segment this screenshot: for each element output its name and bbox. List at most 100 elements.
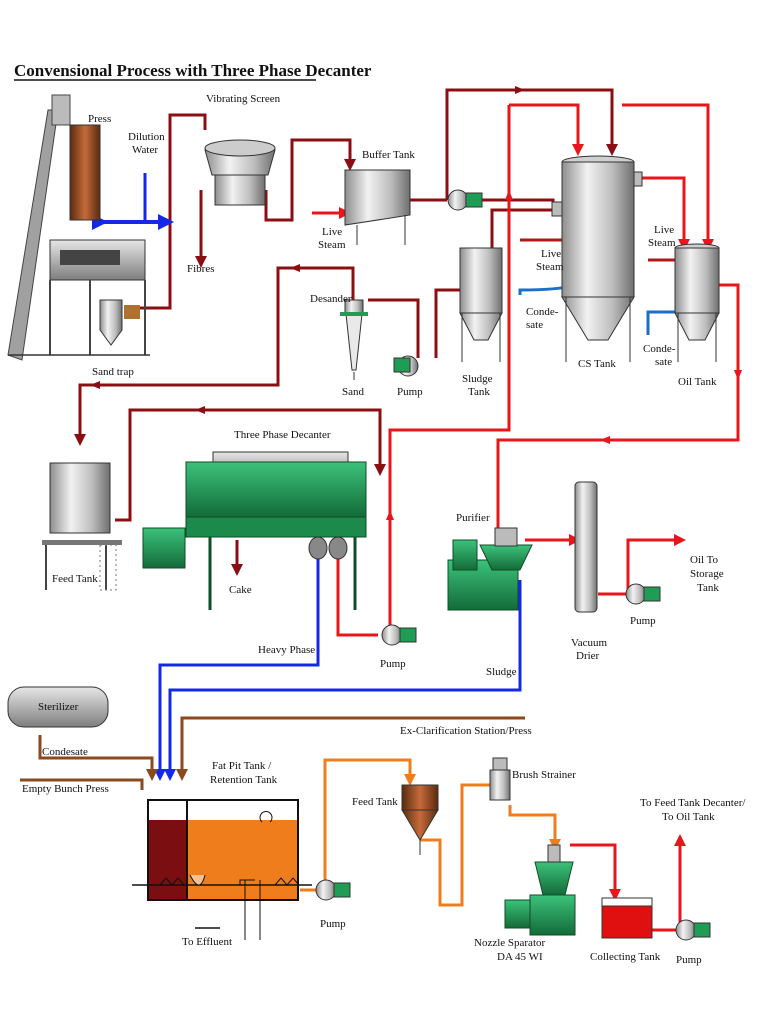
tf-line-2: To Oil Tank [662,811,715,823]
label-pump-4: Pump [320,918,346,930]
ns-line-2: DA 45 WI [497,951,543,963]
pump-body [447,189,469,211]
vibrating-screen [204,139,276,206]
press-equipment [7,94,150,361]
drier-body [574,481,598,613]
pump-body [381,624,403,646]
ls1-line-2: Steam [318,239,346,251]
ns-line-1: Nozzle Sparator [474,937,545,949]
label-fibres: Fibres [187,263,215,275]
label-pump-1: Pump [397,386,423,398]
pump-fat-pit [315,879,351,901]
ls3-line-2: Steam [648,237,676,249]
press-screw [60,250,120,265]
tf-line-1: To Feed Tank Decanter/ [640,797,746,809]
pump-decanter [381,624,417,646]
pipe-steam-cs-top [509,103,584,156]
nozzle-separator [504,844,576,936]
label-heavy-phase: Heavy Phase [258,644,315,656]
label-condesate: Condesate [42,746,88,758]
st-line-2: Tank [468,386,490,398]
sand-trap-vessel [99,299,123,346]
fat-pit-skimmer [189,874,206,886]
label-cs-tank: CS Tank [578,358,616,370]
purifier-motor [452,539,478,571]
dilution-line-1: Dilution [128,131,165,143]
label-sand: Sand [342,386,365,398]
flow-arrow [290,264,300,272]
cs-inlet [551,201,563,217]
flow-arrows-red [386,190,742,520]
label-three-phase-decanter: Three Phase Decanter [234,429,331,441]
pipe-pump-to-cs [482,198,555,207]
feed-tank-separator [401,784,439,855]
feed-tank-ladder [99,544,117,591]
oil-tank-body [674,247,720,314]
strainer-top [492,757,508,771]
label-brush-strainer: Brush Strainer [512,769,576,781]
pipe-ex-clarification [176,716,525,781]
pipe-pump-to-feed-tank-2 [300,758,416,892]
label-to-feed-tank: To Feed Tank Decanter/To Oil Tank [640,797,746,823]
flow-arrow [505,190,513,200]
collecting-tank [601,897,653,939]
flow-arrow [600,436,610,444]
fat-pit-tank [132,799,312,940]
label-pump-3: Pump [380,658,406,670]
label-desander: Desander [310,293,352,305]
pipe-empty-bunch-press [20,778,144,790]
screen-body [214,174,266,206]
label-purifier: Purifier [456,512,490,524]
fat-pit-coil [274,877,300,886]
label-buffer-tank: Buffer Tank [362,149,415,161]
label-oil-tank: Oil Tank [678,376,717,388]
pipe-network [20,88,740,932]
vacuum-drier [574,481,598,613]
pipe-sludge-tank-top [490,208,553,248]
pump-motor [399,627,417,643]
label-feed-tank-2: Feed Tank [352,796,398,808]
label-condensate-1: Conde-sate [526,306,559,331]
ls1-line-1: Live [322,226,342,238]
os-line-2: Storage [690,568,724,580]
label-to-effluent: To Effluent [182,936,232,948]
c2-line-1: Conde- [643,343,676,355]
pipe-condesate [38,735,158,781]
pipe-press-to-screen [140,113,207,310]
flow-arrows [90,86,525,414]
separator-base [529,894,576,936]
c1-line-2: sate [526,319,543,331]
separator-bowl [534,861,574,896]
fat-pit-water [187,820,297,899]
pump-body [625,583,647,605]
pump-motor [393,357,411,373]
label-cake: Cake [229,584,252,596]
c1-line-1: Conde- [526,306,559,318]
flow-arrow [90,381,100,389]
pipe-steam-main [388,105,511,635]
oil-tank [674,243,720,362]
flow-arrow [195,406,205,414]
pump-motor [333,882,351,898]
press-digester [69,124,101,221]
desander-ring [340,312,368,316]
label-condensate-2: Conde-sate [643,343,676,368]
buffer-tank [344,169,411,245]
pump-motor [693,922,711,938]
feed-tank-2-body [401,784,439,811]
pipe-strainer-to-separator [508,805,561,851]
feed-tank-platform [42,540,122,545]
desander-cone [345,313,363,371]
flow-arrow [734,370,742,380]
desander [340,299,368,380]
pipe-decanter-to-pump [336,558,378,637]
fat-pit-agitator [259,811,273,823]
pipe-desander-to-pump [368,298,420,358]
os-line-3: Tank [697,582,719,594]
label-ex-clarification: Ex-Clarification Station/Press [400,725,532,737]
